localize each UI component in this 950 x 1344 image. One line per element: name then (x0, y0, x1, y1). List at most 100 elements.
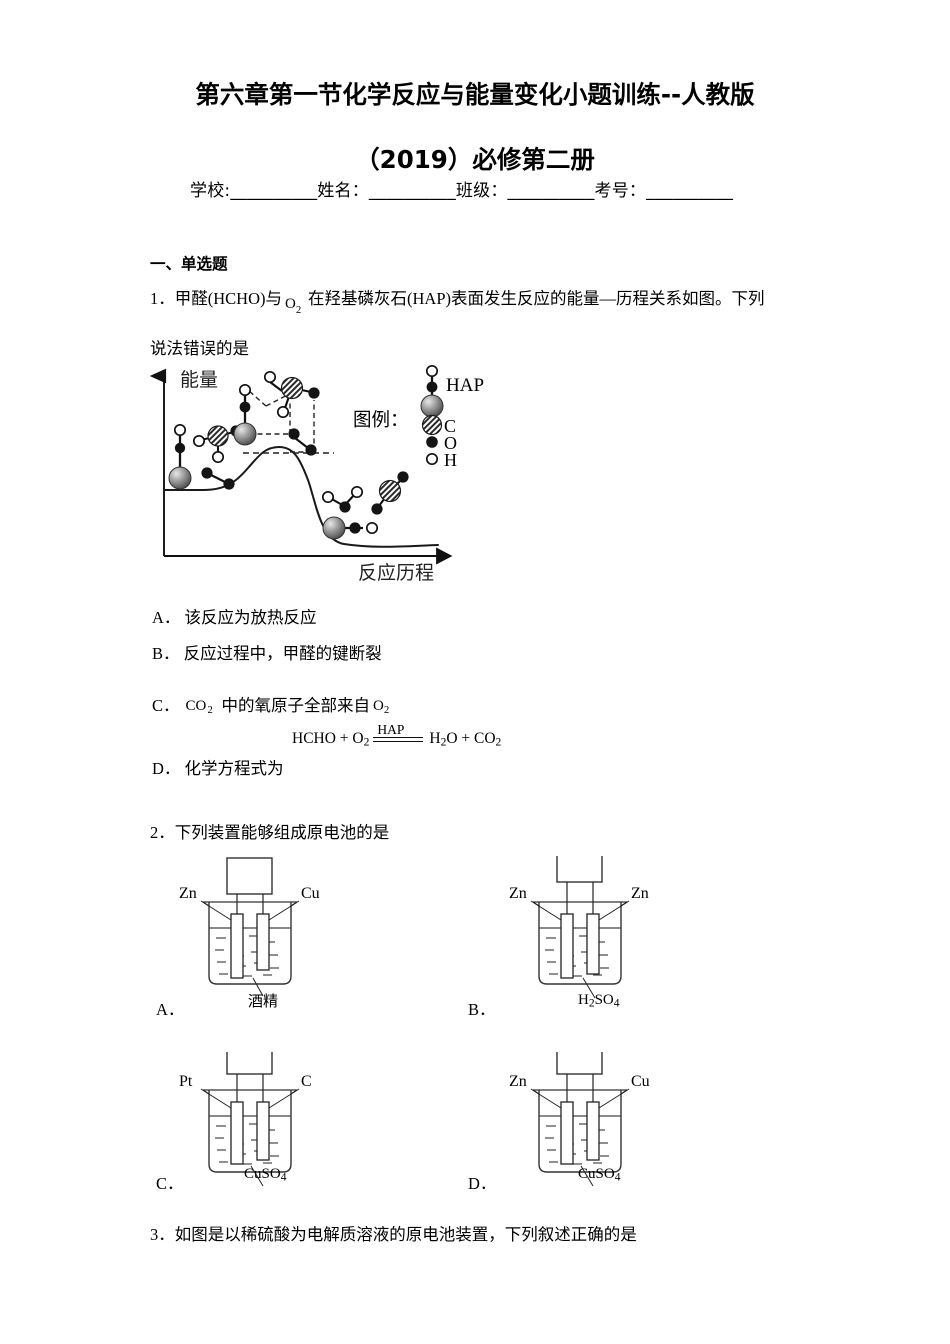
option-c-o2-subscript: 2 (384, 705, 390, 716)
option-c-co2-symbol: CO (185, 698, 207, 714)
beaker-outline (208, 1090, 292, 1173)
right-electrode (256, 913, 270, 971)
oxygen-atom (239, 401, 251, 413)
left-electrode (560, 913, 574, 979)
option-d-label-q2: D． (468, 1174, 497, 1193)
right-electrode-label: Zn (631, 885, 649, 902)
left-electrode-label: Zn (509, 1073, 527, 1090)
option-a-label-q2: A． (156, 1000, 185, 1019)
solution-label-c: CuSO4 (244, 1166, 286, 1184)
oxygen-atom (397, 471, 409, 483)
left-electrode (560, 1101, 574, 1165)
option-b-letter: B． (152, 644, 180, 663)
carbon-atom (207, 425, 229, 447)
carbon-atom-legend (421, 414, 443, 436)
y-axis-label: 能量 (180, 369, 218, 391)
question-1-option-d: D． 化学方程式为 (152, 755, 284, 779)
hydrogen-atom (350, 485, 364, 499)
hydrogen-atom (321, 490, 335, 504)
solution-label-d: CuSO4 (578, 1166, 620, 1184)
option-a-letter: A． (152, 608, 181, 627)
galvanic-cell-diagram-a: Zn Cu (175, 856, 335, 1006)
right-electrode-label: C (301, 1073, 312, 1090)
x-axis-label: 反应历程 (358, 562, 434, 584)
energy-profile-figure: HAP C O H 图例： 能量 反应历程 (148, 364, 496, 590)
beaker-outline (538, 1090, 622, 1173)
legend-label-h: H (444, 450, 457, 470)
left-electrode-label: Zn (509, 885, 527, 902)
option-b-text: 反应过程中，甲醛的键断裂 (183, 644, 382, 663)
transition-state-molecules (233, 370, 320, 456)
energy-curve (163, 445, 439, 548)
external-circuit-box (226, 1033, 273, 1075)
question-1-option-a: A． 该反应为放热反应 (152, 604, 317, 628)
left-electrode (230, 1101, 244, 1165)
carbon-atom (378, 479, 402, 503)
hap-sphere-product (322, 516, 346, 540)
oxygen-atom (201, 467, 213, 479)
figure-legend: HAP C O H 图例： (353, 364, 484, 470)
external-circuit-box (556, 841, 603, 883)
equation-catalyst-label: HAP (377, 722, 405, 738)
equation-left: HCHO + O (292, 730, 364, 747)
option-d-text: 化学方程式为 (184, 759, 284, 778)
beaker-outline (538, 902, 622, 985)
solution-b-sub1: 2 (588, 997, 595, 1010)
option-c-text: 中的氧原子全部来自 (221, 696, 371, 715)
question-1-o2-symbol: O (285, 296, 296, 312)
solution-b-main: H (578, 992, 589, 1008)
hap-sphere-reactant (168, 466, 192, 490)
hydrogen-atom (425, 364, 439, 378)
option-c-o2-symbol: O (373, 698, 384, 714)
question-2-number: 2． (150, 823, 175, 842)
option-a-text: 该反应为放热反应 (184, 608, 317, 627)
question-3: 3．如图是以稀硫酸为电解质溶液的原电池装置，下列叙述正确的是 (150, 1222, 637, 1248)
question-1-text-a: 甲醛(HCHO)与 (174, 289, 282, 308)
solution-b-mid: SO (594, 992, 614, 1008)
oxygen-atom (308, 387, 320, 399)
left-electrode (230, 913, 244, 979)
equation-right-mid: O + CO (446, 730, 496, 747)
solution-b-sub2: 4 (613, 997, 620, 1010)
question-1-number: 1． (150, 289, 175, 308)
section-heading: 一、单选题 (150, 255, 228, 273)
student-info-line: 学校:__________姓名：__________班级：__________考… (190, 181, 734, 201)
external-circuit-box (556, 1033, 603, 1075)
question-1-o2-subscript: 2 (296, 305, 302, 316)
galvanic-cell-diagram-b: Zn Zn (505, 841, 665, 1006)
equation-right-sub1: 2 (440, 736, 447, 749)
hap-sphere-transition (233, 422, 257, 446)
page-title: 第六章第一节化学反应与能量变化小题训练--人教版 (195, 80, 755, 109)
question-1-line2: 说法错误的是 (150, 339, 249, 358)
right-electrode (586, 1101, 600, 1161)
oxygen-atom (223, 478, 235, 490)
legend-title: 图例： (353, 410, 409, 431)
solution-d-sub: 4 (614, 1171, 621, 1184)
solution-c-main: CuSO (244, 1166, 281, 1182)
question-1-text-b: 在羟基磷灰石(HAP)表面发生反应的能量—历程关系如图。下列 (308, 289, 765, 308)
option-d-letter: D． (152, 759, 181, 778)
hydrogen-atom (173, 423, 187, 437)
hydrogen-atom (211, 450, 225, 464)
option-c-co2-subscript: 2 (207, 705, 213, 716)
question-2: 2．下列装置能够组成原电池的是 (150, 820, 389, 846)
hydrogen-atom-legend (425, 452, 439, 466)
option-c-letter: C． (152, 696, 180, 715)
right-electrode (586, 913, 600, 975)
question-1-option-b: B． 反应过程中，甲醛的键断裂 (152, 640, 382, 664)
reactant-molecules (168, 423, 242, 490)
left-electrode-label: Zn (179, 885, 197, 902)
oxygen-atom (305, 444, 317, 456)
right-electrode (256, 1101, 270, 1161)
hap-sphere-legend (420, 394, 444, 418)
hydrogen-atom (192, 434, 206, 448)
oxygen-atom (339, 501, 351, 513)
equation-right-sub2: 2 (495, 736, 502, 749)
external-circuit-box (226, 857, 273, 895)
oxygen-atom (288, 428, 300, 440)
question-2-text: 下列装置能够组成原电池的是 (174, 823, 390, 842)
oxygen-atom (349, 522, 361, 534)
